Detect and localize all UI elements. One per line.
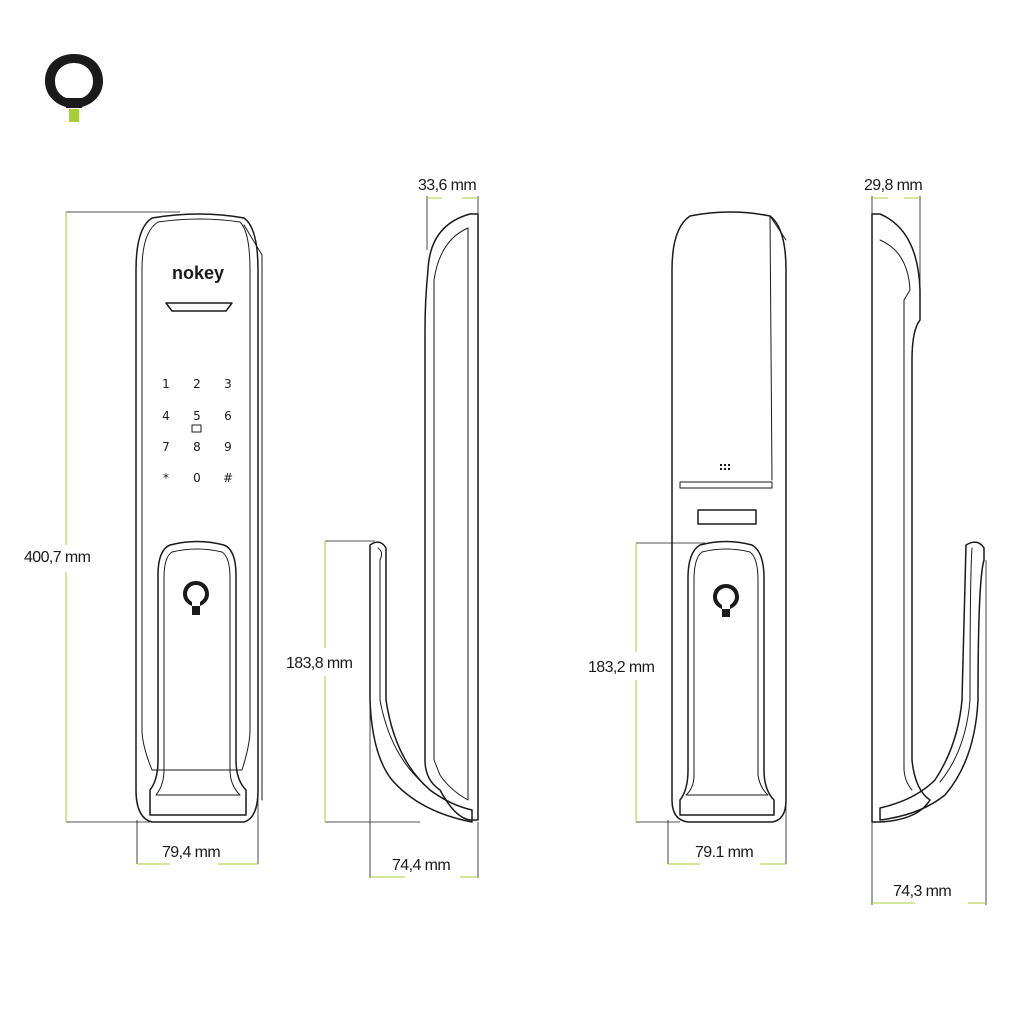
back-side-view: 29,8 mm 74,3 mm: [864, 177, 987, 905]
keypad-key: 3: [224, 377, 232, 391]
keypad-key: 4: [162, 409, 170, 423]
back-view: 183,2 mm 79.1 mm: [588, 211, 787, 865]
back-width-label: 79.1 mm: [695, 844, 753, 861]
sensor-icon: [191, 424, 202, 433]
keypad-key: 2: [193, 377, 201, 391]
keypad-key: 0: [193, 471, 201, 485]
keypad-key: 5: [193, 409, 201, 423]
front-view: nokey 1 2 3 4 5 6 7 8 9 * 0 # 400,7 mm 79,4 mm: [24, 211, 263, 865]
keypad-key: 8: [193, 440, 201, 454]
keypad-key: #: [223, 471, 233, 485]
keypad: 1 2 3 4 5 6 7 8 9 * 0 #: [162, 377, 233, 485]
keypad-key: 6: [224, 409, 232, 423]
keypad-key: *: [163, 471, 169, 485]
keypad-key: 9: [224, 440, 232, 454]
side-bottom-width-label: 74,4 mm: [392, 857, 450, 874]
back-side-bottom-width-label: 74,3 mm: [893, 883, 951, 900]
handle-logo-icon: [183, 581, 209, 615]
side-depth-label: 33,6 mm: [418, 177, 476, 194]
front-side-view: 33,6 mm 183,8 mm 74,4 mm: [286, 177, 479, 878]
nokey-logo-icon: [45, 54, 103, 122]
back-side-depth-label: 29,8 mm: [864, 177, 922, 194]
back-handle-logo-icon: [713, 584, 739, 617]
side-handle-height-label: 183,8 mm: [286, 655, 353, 672]
keypad-key: 1: [162, 377, 170, 391]
indicator-dots: [720, 464, 730, 470]
keypad-key: 7: [162, 440, 170, 454]
front-width-label: 79,4 mm: [162, 844, 220, 861]
back-handle-height-label: 183,2 mm: [588, 659, 655, 676]
front-height-label: 400,7 mm: [24, 549, 91, 566]
brand-wordmark: nokey: [172, 263, 224, 283]
